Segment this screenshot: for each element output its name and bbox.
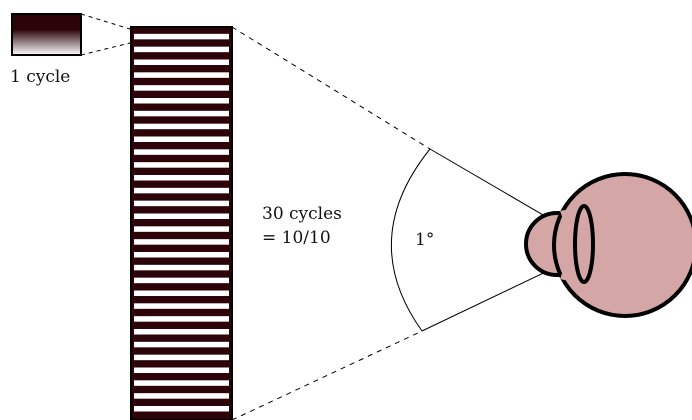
grating-light-stripe	[134, 72, 229, 78]
single-cycle-gradient	[11, 13, 82, 56]
grating-light-stripe	[134, 290, 229, 297]
grating-light-stripe	[134, 251, 229, 258]
grating-light-stripe	[134, 110, 229, 117]
grating-background	[131, 27, 232, 420]
grating-light-stripe	[134, 85, 229, 91]
grating-light-stripe	[134, 162, 229, 168]
grating-panel	[130, 26, 233, 420]
grating-light-stripe	[134, 213, 229, 220]
acuity-ratio-label: = 10/10	[262, 228, 331, 248]
grating-light-stripe	[134, 239, 229, 245]
eye-join-cover	[560, 204, 596, 287]
grating-light-stripe	[134, 354, 229, 361]
grating-light-stripe	[134, 200, 229, 207]
swatch-bottom-projection-line	[80, 42, 131, 56]
grating-light-stripe	[134, 149, 229, 155]
grating-light-stripe	[134, 174, 229, 181]
cycles-label-block: 30 cycles = 10/10	[262, 206, 342, 254]
grating-stripes	[134, 33, 229, 412]
eye-lens	[573, 204, 595, 284]
grating-light-stripe	[134, 367, 229, 374]
grating-light-stripe	[134, 328, 229, 335]
grating-border	[130, 26, 233, 420]
angle-arc	[390, 148, 431, 332]
one-cycle-label: 1 cycle	[10, 67, 71, 87]
grating-light-stripe	[134, 277, 229, 284]
grating-light-stripe	[134, 97, 229, 104]
grating-light-stripe	[134, 393, 229, 399]
grating-light-stripe	[134, 264, 229, 271]
single-cycle-swatch	[11, 13, 131, 56]
grating-light-stripe	[134, 123, 229, 130]
eye-icon	[524, 172, 692, 318]
lower-dashed-sightline	[231, 330, 423, 420]
swatch-top-projection-line	[80, 13, 131, 30]
grating-light-stripe	[134, 187, 229, 194]
grating-light-stripe	[134, 59, 229, 66]
grating-light-stripe	[134, 33, 229, 40]
cycles-count-label: 30 cycles	[262, 204, 342, 224]
grating-light-stripe	[134, 136, 229, 143]
grating-light-stripe	[134, 46, 229, 53]
visual-angle-label: 1°	[415, 230, 435, 250]
grating-light-stripe	[134, 316, 229, 322]
grating-light-stripe	[134, 341, 229, 348]
grating-light-stripe	[134, 303, 229, 309]
grating-light-stripe	[134, 380, 229, 386]
upper-dashed-sightline	[231, 26, 431, 150]
grating-light-stripe	[134, 226, 229, 232]
grating-light-stripe	[134, 405, 229, 412]
